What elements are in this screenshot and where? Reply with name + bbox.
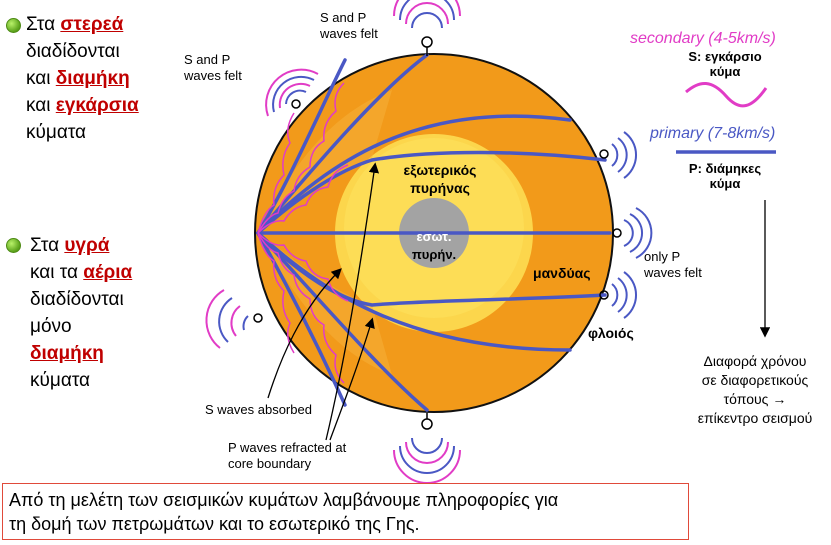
p-ray-top-2 (256, 58, 347, 235)
p-refracted-2: core boundary (228, 456, 312, 471)
keyword-gases: αέρια (83, 262, 133, 283)
legend-s-wave-sample (685, 82, 768, 108)
s-ray-top-3 (257, 112, 295, 234)
keyword-solids: στερεά (60, 14, 124, 35)
legend-secondary-label-2: κύμα (709, 64, 741, 79)
keyword-longitudinal: διαμήκη (55, 68, 130, 89)
legend-primary-title: primary (7-8km/s) (650, 125, 776, 142)
time-difference-note: Διαφορά χρόνου σε διαφορετικούς τόπους →… (680, 352, 830, 428)
legend-secondary-label: S: εγκάρσιο κύμα (670, 49, 780, 79)
crust-label: φλοιός (588, 325, 634, 341)
p-refracted-1: P waves refracted at (228, 440, 347, 455)
solids-line2: διαδίδονται (26, 41, 120, 62)
solids-line1-prefix: Στα (26, 14, 61, 35)
keyword-longitudinal-only: διαμήκη (30, 343, 104, 364)
legend-secondary-label-1: S: εγκάρσιο (688, 49, 762, 64)
s-ray-top-2 (257, 164, 349, 234)
fluids-line6: κύματα (30, 370, 91, 391)
conclusion-text: Από τη μελέτη των σεισμικών κυμάτων λαμβ… (9, 488, 558, 536)
solids-line3-prefix: και (26, 68, 56, 89)
conclusion-line1: Από τη μελέτη των σεισμικών κυμάτων λαμβ… (9, 490, 559, 510)
time-note-line3: τόπους → (723, 391, 787, 407)
p-wave-rays (256, 53, 612, 412)
p-ray-core-top (256, 150, 607, 235)
s-ray-bottom-3 (257, 232, 295, 354)
sp-felt-left-2: waves felt (183, 68, 242, 83)
sp-felt-top-1: S and P (320, 10, 366, 25)
time-note-line1: Διαφορά χρόνου (703, 353, 807, 369)
conclusion-box: Από τη μελέτη των σεισμικών κυμάτων λαμβ… (2, 483, 689, 540)
arrow-s-absorbed (267, 268, 342, 399)
s-ray-bottom-1 (257, 232, 345, 384)
fluids-line2-prefix: και τα (30, 262, 84, 283)
arrow-p-refracted-2 (329, 317, 375, 441)
p-ray-top-outer (256, 114, 572, 235)
fluids-line3: διαδίδονται (30, 289, 124, 310)
legend-primary-label-2: κύμα (709, 176, 741, 191)
solids-line4-prefix: και (26, 95, 56, 116)
time-note-line4: επίκεντρο σεισμού (697, 410, 813, 426)
arrow-p-refracted-1 (325, 162, 380, 441)
solids-line5: κύματα (26, 122, 87, 143)
inner-core-label-2: πυρήν. (412, 247, 456, 262)
fluids-line1-prefix: Στα (30, 235, 65, 256)
solids-statement: Στα στερεά διαδίδονται και διαμήκη και ε… (26, 11, 139, 146)
only-p-1: only P (644, 249, 680, 264)
legend-primary-label: P: διάμηκες κύμα (670, 161, 780, 191)
station-top (393, 0, 461, 56)
station-right-1 (599, 131, 637, 179)
only-p-2: waves felt (643, 265, 702, 280)
keyword-transverse: εγκάρσια (55, 95, 139, 116)
bullet-solids (6, 18, 21, 33)
station-right-3 (599, 271, 637, 319)
legend-secondary-title: secondary (4-5km/s) (630, 30, 776, 47)
sp-felt-left-1: S and P (184, 52, 230, 67)
station-lower-left (205, 289, 263, 349)
s-ray-bottom-2 (257, 232, 349, 302)
legend-primary-label-1: P: διάμηκες (688, 161, 762, 176)
p-ray-bottom-outer (256, 231, 572, 352)
p-ray-bottom-2 (256, 231, 347, 407)
bullet-fluids (6, 238, 21, 253)
inner-core-label-1: εσωτ. (416, 229, 451, 244)
outer-core-label-2: πυρήνας (410, 180, 470, 196)
sp-felt-top-2: waves felt (319, 26, 378, 41)
time-note-line2: σε διαφορετικούς (701, 372, 809, 388)
s-absorbed-label: S waves absorbed (205, 402, 312, 417)
station-right-2 (612, 207, 653, 259)
s-ray-top-1 (257, 82, 345, 234)
annotation-arrows (267, 162, 380, 441)
keyword-liquids: υγρά (64, 235, 110, 256)
fluids-line4: μόνο (30, 316, 72, 337)
station-bottom (393, 413, 461, 484)
fluids-statement: Στα υγρά και τα αέρια διαδίδονται μόνο δ… (30, 232, 132, 394)
conclusion-line2: τη δομή των πετρωμάτων και το εσωτερικό … (9, 514, 420, 534)
mantle-label: μανδύας (533, 265, 590, 281)
outer-core-label-1: εξωτερικός (404, 162, 477, 178)
s-wave-rays (257, 82, 349, 384)
station-upper-left (265, 68, 319, 117)
